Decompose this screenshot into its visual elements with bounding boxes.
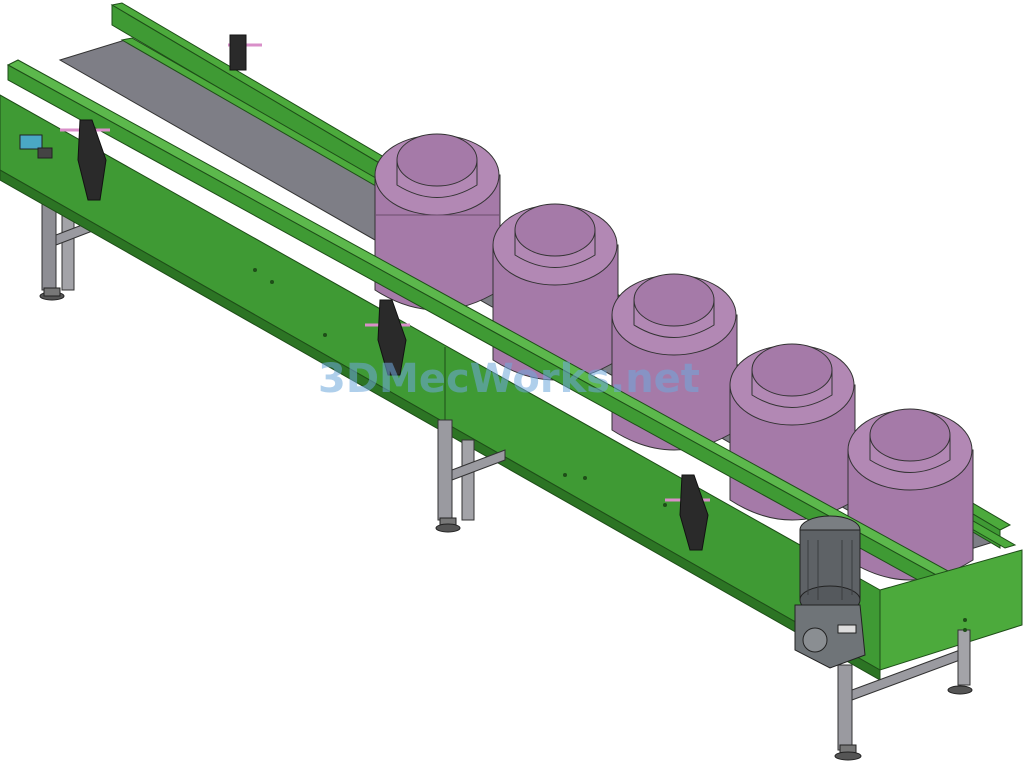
front-guide-rail <box>6 59 1012 626</box>
leg-near-right <box>834 629 973 761</box>
clamp-4 <box>665 474 710 551</box>
end-frame-panel <box>879 549 1023 671</box>
frame-holes <box>253 268 967 632</box>
rail-clamps <box>60 34 710 551</box>
end-fitting <box>19 134 53 159</box>
clamp-3 <box>365 299 410 376</box>
gearbox <box>794 604 866 669</box>
clamp-2 <box>228 34 262 71</box>
leg-middle <box>435 419 506 533</box>
barrel-5 <box>847 408 974 581</box>
clamp-1 <box>60 119 110 201</box>
drive-motor <box>799 515 861 615</box>
